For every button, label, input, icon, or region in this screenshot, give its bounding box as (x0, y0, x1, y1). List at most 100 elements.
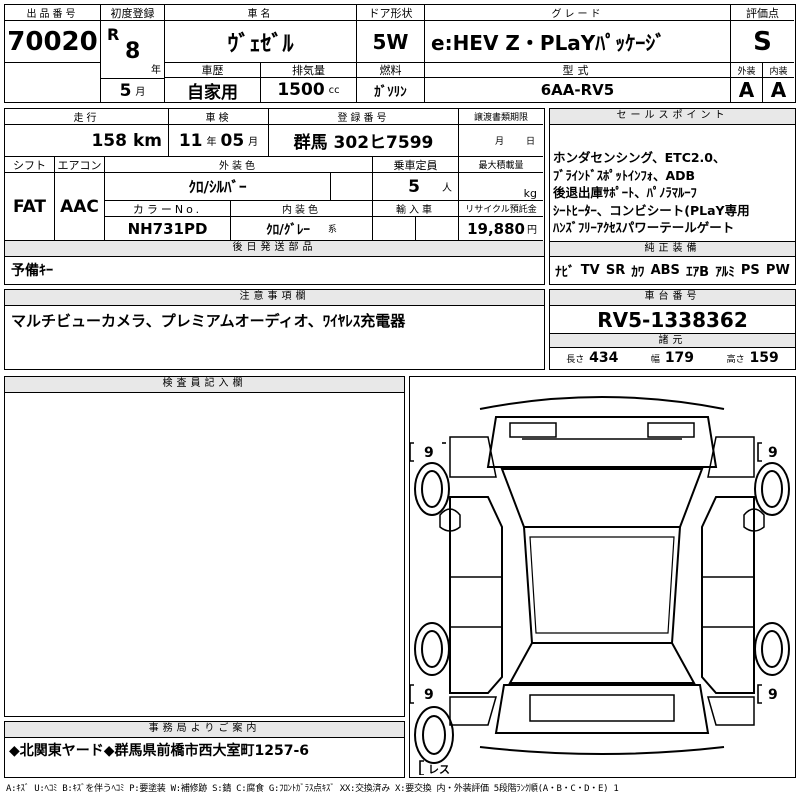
recycle-label: リサイクル預託金 (459, 201, 543, 217)
chassis-number: RV5-1338362 (550, 306, 795, 334)
sales-line: ホンダセンシング、ETC2.0、 (553, 150, 726, 165)
displacement-label: 排気量 (261, 63, 357, 78)
inspector-block: 検査員記入欄 (4, 376, 405, 717)
door-label: ドア形状 (357, 5, 425, 21)
car-name: ｳﾞｪｾﾞﾙ (165, 21, 357, 63)
equip-item: ｱﾙﾐ (715, 264, 735, 280)
width: 179 (664, 350, 695, 366)
car-name-label: 車名 (165, 5, 357, 21)
score: S (731, 21, 794, 63)
history: 自家用 (165, 78, 261, 102)
tire-rear-right: 9 (768, 687, 778, 703)
int-grade: A (770, 78, 787, 102)
air-conditioner: AAC (55, 173, 105, 241)
exterior-color: ｸﾛ/ｼﾙﾊﾞｰ (105, 173, 331, 201)
grade-label: グレード (425, 5, 731, 21)
transfer-label: 譲渡書類期限 (459, 109, 543, 125)
interior-color-label: 内装色 (231, 201, 373, 217)
int-label: 内装 (763, 63, 794, 78)
tire-front-right: 9 (768, 445, 778, 461)
ext-label: 外装 (731, 63, 763, 78)
fuel: ｶﾞｿﾘﾝ (357, 78, 425, 102)
inspector-label: 検査員記入欄 (5, 377, 404, 393)
tire-front-left: 9 (424, 445, 434, 461)
model-label: 型式 (425, 63, 731, 78)
ac-label: エアコン (55, 157, 105, 173)
sales-line: ﾌﾞﾗｲﾝﾄﾞｽﾎﾟｯﾄｲﾝﾌｫ、ADB (553, 167, 696, 183)
door: 5W (357, 21, 425, 63)
sales-line: ﾊﾝｽﾞﾌﾘｰｱｸｾｽパワーテールゲート (553, 220, 735, 236)
import-a (373, 217, 416, 241)
chassis-label: 車台番号 (550, 290, 795, 306)
lot-number: 70020 (5, 21, 101, 63)
shift-label: シフト (5, 157, 55, 173)
fuel-label: 燃料 (357, 63, 425, 78)
office-block: 事務局よりご案内 ◆北関東ヤード◆群馬県前橋市西大室町1257-6 (4, 721, 405, 778)
equipment-label: 純正装備 (550, 241, 795, 257)
car-diagram: 9 9 9 9 レス (410, 396, 790, 775)
equipment-list: ﾅﾋﾞ TV SR ｶﾜ ABS ｴｱB ｱﾙﾐ PS PW (550, 257, 795, 283)
equip-item: ｶﾜ (631, 264, 645, 280)
equip-item: ﾅﾋﾞ (555, 264, 575, 280)
equip-item: PS (740, 262, 760, 278)
history-label: 車歴 (165, 63, 261, 78)
color-label: 外装色 (105, 157, 373, 173)
height: 159 (749, 350, 779, 366)
sales-line: ｼｰﾄﾋｰﾀｰ、コンビシート(PLaY専用 (553, 202, 750, 218)
sales-line: 後退出庫ｻﾎﾟｰﾄ、ﾊﾟﾉﾗﾏﾙｰﾌ (553, 185, 697, 201)
transfer-date: 月日 (459, 125, 543, 157)
notes-label: 注意事項欄 (5, 290, 544, 306)
notes-text: マルチビューカメラ、プレミアムオーディオ、ﾜｲﾔﾚｽ充電器 (11, 312, 406, 330)
color-number: NH731PD (105, 217, 231, 241)
office-label: 事務局よりご案内 (5, 722, 404, 738)
office-text: ◆北関東ヤード◆群馬県前橋市西大室町1257-6 (9, 743, 310, 759)
import-label: 輸入車 (373, 201, 459, 217)
grade: e:HEV Z・PLaYﾊﾟｯｹｰｼﾞ (425, 21, 731, 63)
dimensions: 長さ 434 幅 179 高さ 159 (566, 350, 779, 366)
mileage-label: 走行 (5, 109, 169, 125)
chassis-block: 車台番号 RV5-1338362 諸元 長さ 434 幅 179 高さ 159 (549, 289, 796, 370)
equip-item: ABS (650, 262, 680, 278)
first-reg-year: R 8 年 (101, 21, 165, 79)
ext-grade: A (731, 78, 763, 102)
interior-color: ｸﾛ/ｸﾞﾚｰ系 (231, 217, 373, 241)
inspection-label: 車検 (169, 109, 269, 125)
equip-item: SR (605, 262, 626, 278)
model: 6AA-RV5 (425, 78, 731, 102)
load-label: 最大積載量 (459, 157, 543, 173)
capacity-label: 乗車定員 (373, 157, 459, 173)
sales-point-text: ホンダセンシング、ETC2.0、 ﾌﾞﾗｲﾝﾄﾞｽﾎﾟｯﾄｲﾝﾌｫ、ADB 後退… (553, 149, 792, 237)
length: 434 (589, 350, 619, 366)
notes-block: 注意事項欄 マルチビューカメラ、プレミアムオーディオ、ﾜｲﾔﾚｽ充電器 (4, 289, 545, 370)
score-label: 評価点 (731, 5, 794, 21)
import-b (416, 217, 459, 241)
exterior-color-blank (331, 173, 373, 201)
color-no-label: カラーNo. (105, 201, 231, 217)
sales-point-block: セールスポイント ホンダセンシング、ETC2.0、 ﾌﾞﾗｲﾝﾄﾞｽﾎﾟｯﾄｲﾝ… (549, 108, 796, 285)
car-diagram-block: 9 9 9 9 レス (409, 376, 796, 778)
tire-rear-left: 9 (424, 687, 434, 703)
later-parts-label: 後日発送部品 (5, 241, 544, 257)
sales-point-label: セールスポイント (550, 109, 795, 125)
equip-item: ｴｱB (686, 264, 710, 280)
equip-item: TV (580, 262, 600, 278)
max-load: kg (459, 173, 543, 201)
later-parts: 予備ｷｰ (11, 263, 53, 279)
lot-label: 出品番号 (5, 5, 101, 21)
equip-item: PW (765, 262, 790, 278)
damage-legend: A:ｷｽﾞ U:ﾍｺﾐ B:ｷｽﾞを伴うﾍｺﾐ P:要塗装 W:補修跡 S:錆 … (6, 784, 619, 794)
spare-tire-status: レス (428, 763, 450, 775)
registration-number: 群馬 302ヒ7599 (269, 125, 459, 157)
reg-label: 登録番号 (269, 109, 459, 125)
first-reg-label: 初度登録 (101, 5, 165, 21)
dims-label: 諸元 (550, 334, 795, 348)
shift: FAT (5, 173, 55, 241)
